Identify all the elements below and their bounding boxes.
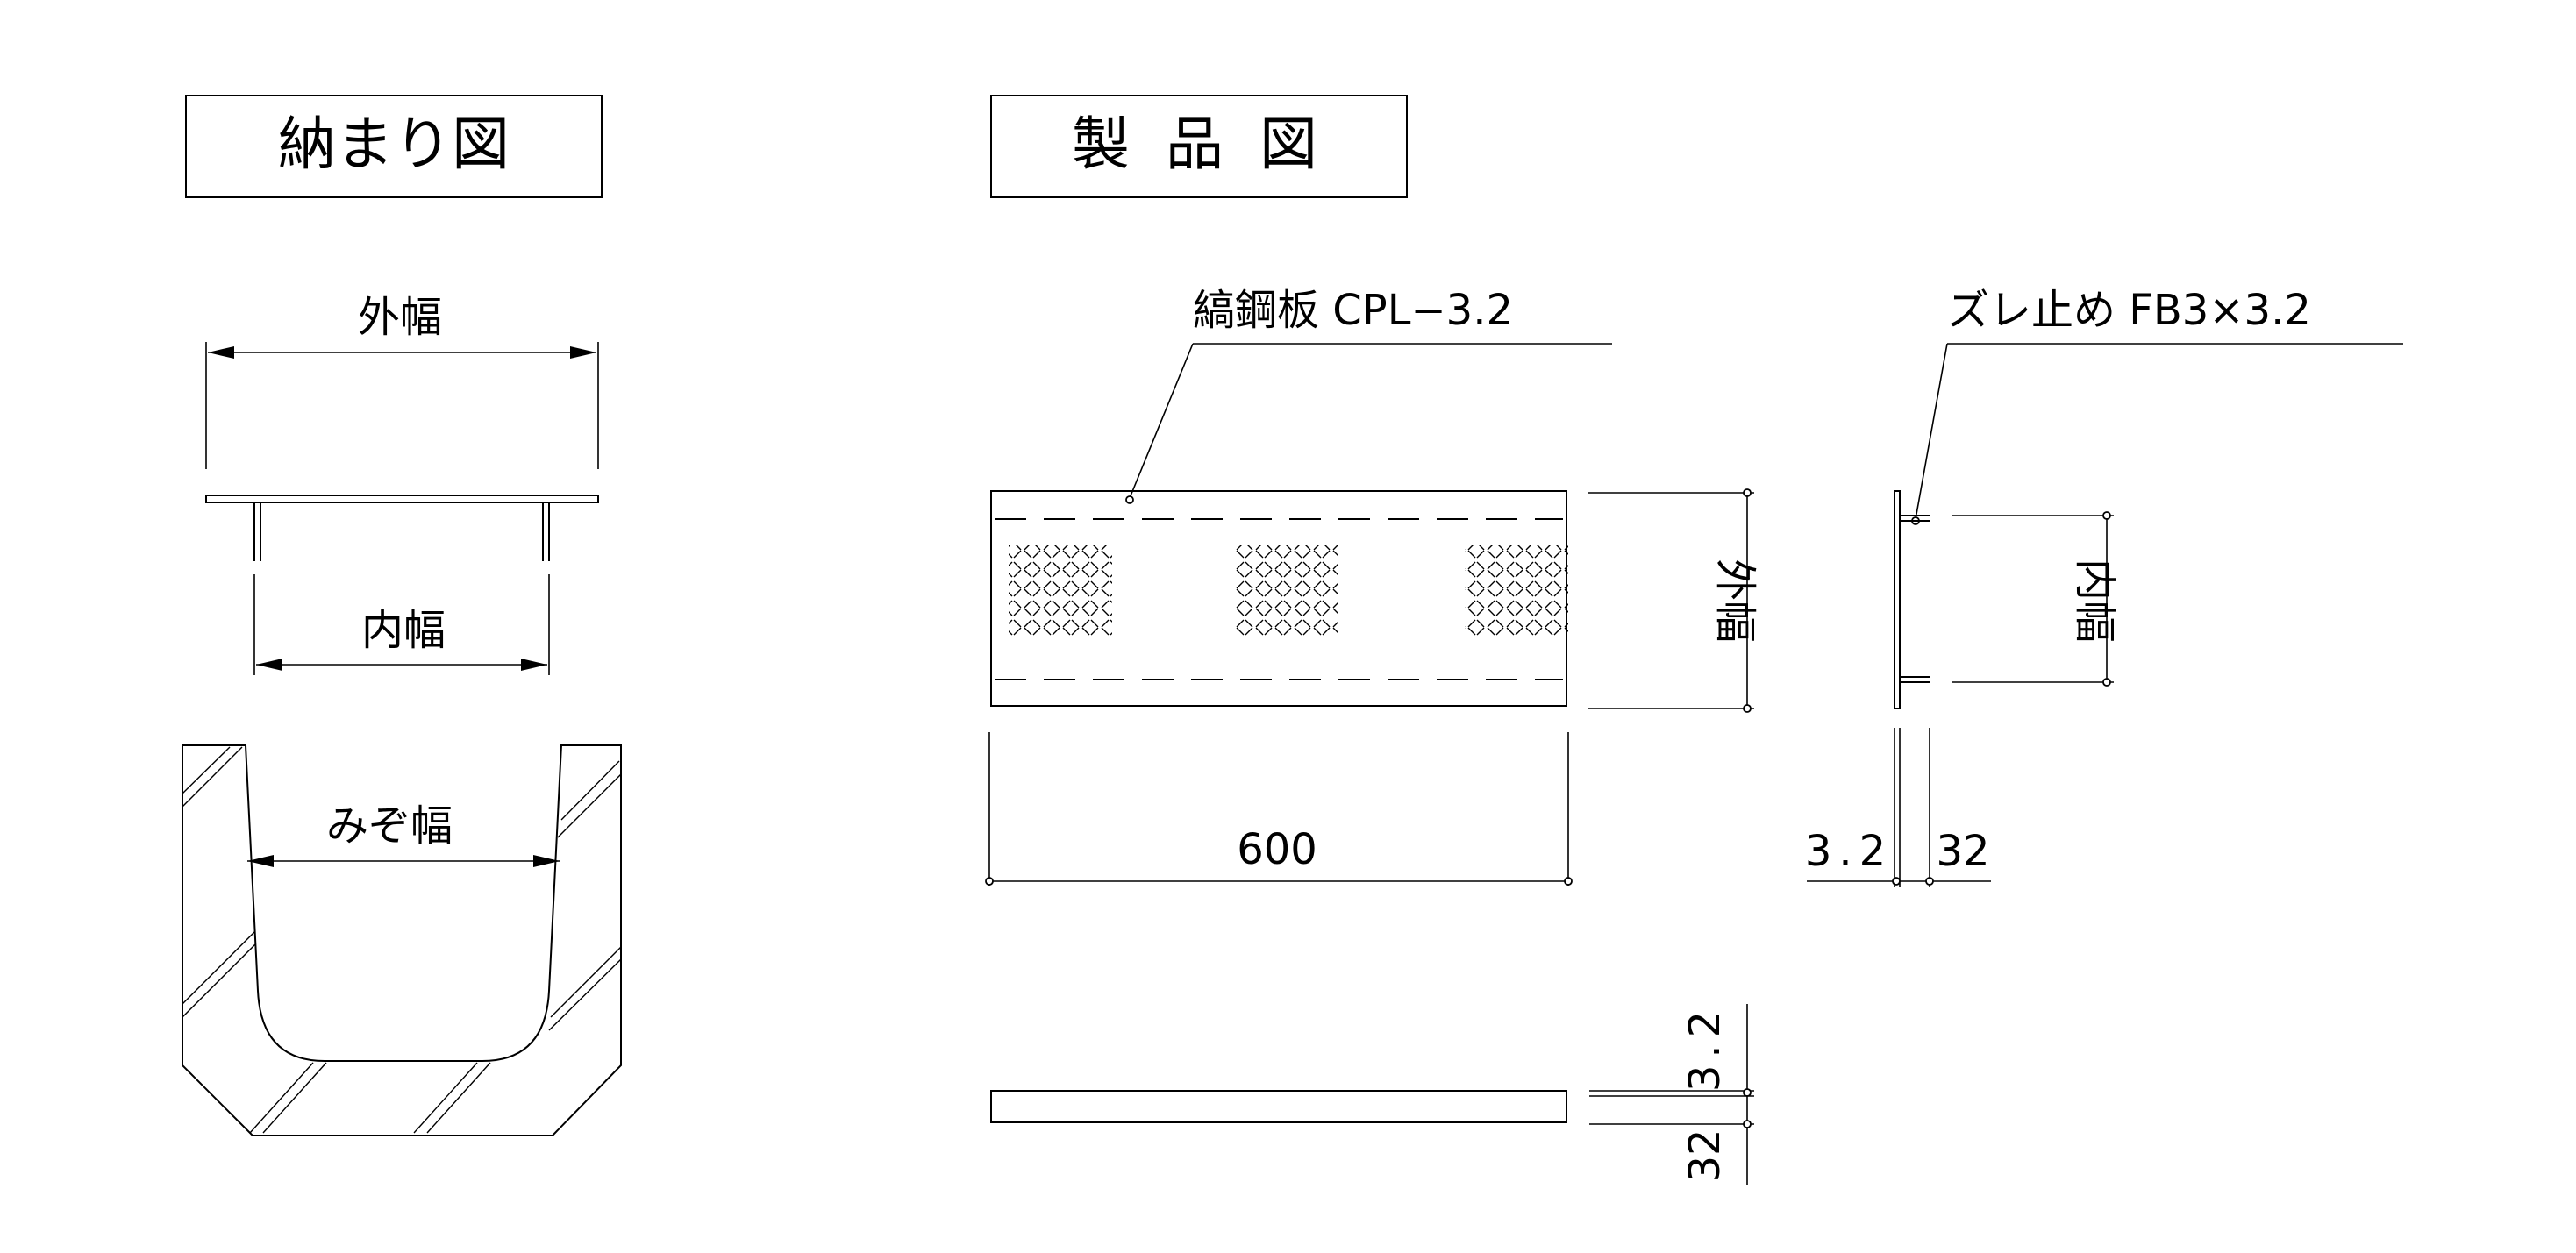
label-outer-width-product: 外幅 bbox=[1710, 559, 1759, 643]
gutter-section bbox=[182, 744, 622, 1136]
label-thickness-bottom: 3.2 bbox=[1680, 1004, 1730, 1092]
label-flange-bottom: 32 bbox=[1680, 1128, 1730, 1182]
label-plate-spec: 縞鋼板 CPL−3.2 bbox=[1193, 286, 1513, 335]
installation-diagram: 外幅 内幅 みぞ幅 bbox=[182, 293, 622, 1136]
product-bottom-view: 3.2 32 bbox=[990, 1004, 1754, 1185]
title-product: 製 品 図 bbox=[1072, 110, 1326, 178]
product-side-view: ズレ止め FB3×3.2 内幅 3.2 32 bbox=[1805, 286, 2403, 887]
product-top-view: 縞鋼板 CPL−3.2 外幅 600 bbox=[985, 286, 1759, 886]
cover-plate-section bbox=[205, 495, 599, 503]
title-box-installation: 納まり図 bbox=[185, 95, 603, 198]
label-inner-width-product: 内幅 bbox=[2070, 559, 2119, 643]
label-groove-width: みぞ幅 bbox=[326, 801, 453, 851]
checker-pattern-center bbox=[1235, 545, 1338, 638]
title-installation: 納まり図 bbox=[278, 110, 510, 178]
title-box-product: 製 品 図 bbox=[990, 95, 1408, 198]
label-length: 600 bbox=[1237, 825, 1317, 874]
plate-bottom-view bbox=[990, 1090, 1567, 1123]
label-inner-width-installation: 内幅 bbox=[361, 606, 446, 655]
label-flange-side: 32 bbox=[1936, 827, 1989, 876]
checker-pattern-left bbox=[1009, 545, 1112, 638]
plate-edge bbox=[1894, 490, 1901, 709]
label-stopper-spec: ズレ止め FB3×3.2 bbox=[1947, 286, 2311, 335]
label-outer-width-installation: 外幅 bbox=[358, 293, 442, 342]
checker-pattern-right bbox=[1465, 545, 1568, 638]
label-thickness-side: 3.2 bbox=[1805, 827, 1893, 876]
